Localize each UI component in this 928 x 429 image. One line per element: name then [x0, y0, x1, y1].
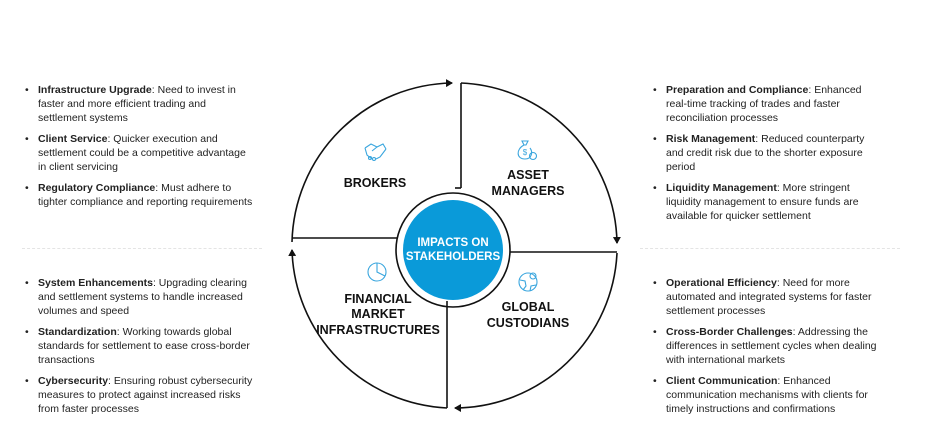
cycle-arrow-top-right	[460, 82, 621, 244]
brokers-impacts: Infrastructure Upgrade: Need to invest i…	[24, 83, 256, 216]
custodians-label: GLOBAL	[502, 300, 555, 314]
pie-chart-icon	[367, 262, 387, 282]
asset-managers-impacts: Preparation and Compliance: Enhanced rea…	[652, 83, 884, 230]
asset-managers-label: MANAGERS	[492, 184, 565, 198]
list-item: Client Communication: Enhanced communica…	[653, 374, 884, 416]
fmi-label: FINANCIAL	[344, 292, 412, 306]
list-item: System Enhancements: Upgrading clearing …	[25, 276, 256, 318]
svg-text:$: $	[523, 148, 528, 157]
list-item: Regulatory Compliance: Must adhere to ti…	[25, 181, 256, 209]
divider-left	[22, 248, 262, 249]
list-item: Risk Management: Reduced counterparty an…	[653, 132, 884, 174]
money-bag-gear-icon: $	[517, 140, 538, 161]
fmi-label: MARKET	[351, 307, 405, 321]
center-label: STAKEHOLDERS	[406, 251, 501, 263]
list-item: Infrastructure Upgrade: Need to invest i…	[25, 83, 256, 125]
list-item: Preparation and Compliance: Enhanced rea…	[653, 83, 884, 125]
brokers-label: BROKERS	[344, 176, 407, 190]
divider-right	[640, 248, 900, 249]
globe-user-icon	[518, 272, 538, 292]
cycle-arrow-top-left	[291, 79, 453, 243]
fmi-label: INFRASTRUCTURES	[316, 323, 440, 337]
cycle-arrow-bottom-right	[454, 252, 618, 412]
asset-managers-label: ASSET	[507, 168, 549, 182]
inner-ring	[395, 192, 511, 308]
fmi-impacts: System Enhancements: Upgrading clearing …	[24, 276, 256, 423]
custodians-impacts: Operational Efficiency: Need for more au…	[652, 276, 884, 423]
list-item: Cross-Border Challenges: Addressing the …	[653, 325, 884, 367]
list-item: Operational Efficiency: Need for more au…	[653, 276, 884, 318]
cycle-arrow-bottom-left	[288, 249, 448, 409]
center-label: IMPACTS ON	[417, 237, 488, 249]
custodians-label: CUSTODIANS	[487, 316, 569, 330]
list-item: Client Service: Quicker execution and se…	[25, 132, 256, 174]
list-item: Standardization: Working towards global …	[25, 325, 256, 367]
list-item: Cybersecurity: Ensuring robust cybersecu…	[25, 374, 256, 416]
list-item: Liquidity Management: More stringent liq…	[653, 181, 884, 223]
center-circle	[403, 200, 503, 300]
handshake-icon	[364, 143, 387, 162]
